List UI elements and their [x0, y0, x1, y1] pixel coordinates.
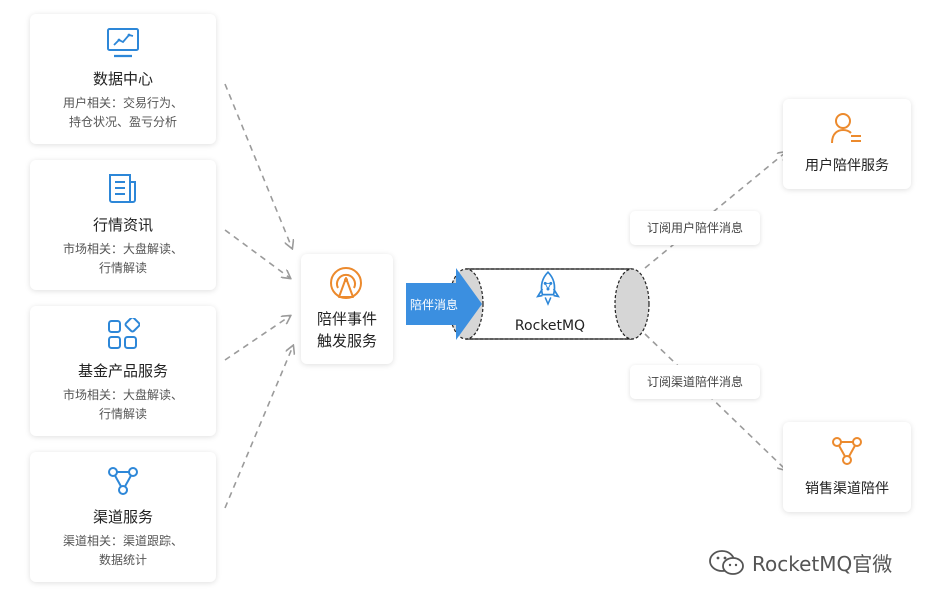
card-description: 市场相关：大盘解读、 行情解读	[44, 386, 202, 424]
card-description: 用户相关：交易行为、 持仓状况、盈亏分析	[44, 94, 202, 132]
monitor-chart-icon	[107, 28, 139, 58]
desc-line: 市场相关：大盘解读、	[62, 388, 183, 402]
desc-line: 用户相关：交易行为、	[62, 96, 183, 110]
desc-line: 数据统计	[98, 553, 147, 567]
label-subscribe-user: 订阅用户陪伴消息	[630, 211, 760, 245]
card-fund-service: 基金产品服务 市场相关：大盘解读、 行情解读	[30, 306, 216, 436]
connector-to-sales-channel	[644, 333, 786, 470]
card-title: 用户陪伴服务	[805, 158, 889, 174]
card-title: 销售渠道陪伴	[805, 481, 889, 497]
rocket-icon	[535, 271, 561, 306]
signal-tower-icon	[330, 267, 362, 299]
desc-line: 行情解读	[98, 407, 147, 421]
trigger-title-line: 触发服务	[316, 332, 377, 350]
card-title: 数据中心	[92, 70, 153, 88]
card-data-center: 数据中心 用户相关：交易行为、 持仓状况、盈亏分析	[30, 14, 216, 144]
queue-name: RocketMQ	[514, 318, 586, 334]
network-nodes-icon	[108, 467, 138, 495]
message-arrow-label: 陪伴消息	[410, 298, 459, 312]
connector-channel-service	[224, 346, 293, 509]
card-title: 基金产品服务	[77, 362, 168, 380]
card-title: 渠道服务	[92, 508, 153, 526]
news-document-icon	[109, 174, 136, 203]
trigger-title: 陪伴事件 触发服务	[301, 308, 393, 352]
card-sales-channel: 销售渠道陪伴	[783, 422, 911, 512]
card-user-companion-service: 用户陪伴服务	[783, 99, 911, 189]
connector-data-center	[224, 83, 292, 248]
desc-line: 行情解读	[98, 261, 147, 275]
network-nodes-icon	[832, 437, 862, 465]
wechat-icon	[709, 549, 744, 575]
watermark: RocketMQ官微	[708, 548, 892, 577]
card-channel-service: 渠道服务 渠道相关：渠道跟踪、 数据统计	[30, 452, 216, 582]
desc-line: 渠道相关：渠道跟踪、	[62, 534, 183, 548]
message-arrow	[406, 268, 482, 340]
desc-line: 持仓状况、盈亏分析	[68, 115, 177, 129]
user-list-icon	[831, 113, 861, 144]
connector-market-news	[224, 229, 290, 278]
card-description: 市场相关：大盘解读、 行情解读	[44, 240, 202, 278]
watermark-text: RocketMQ官微	[752, 552, 893, 576]
card-title: 行情资讯	[92, 216, 153, 234]
connector-to-user-service	[644, 152, 786, 269]
grid-apps-icon	[108, 318, 140, 349]
desc-line: 市场相关：大盘解读、	[62, 242, 183, 256]
trigger-title-line: 陪伴事件	[316, 310, 377, 328]
card-description: 渠道相关：渠道跟踪、 数据统计	[44, 532, 202, 570]
connector-fund-service	[224, 316, 290, 361]
card-market-news: 行情资讯 市场相关：大盘解读、 行情解读	[30, 160, 216, 290]
card-trigger-service: 陪伴事件 触发服务	[301, 254, 393, 364]
queue-right-cap	[614, 268, 650, 340]
label-subscribe-channel: 订阅渠道陪伴消息	[630, 365, 760, 399]
